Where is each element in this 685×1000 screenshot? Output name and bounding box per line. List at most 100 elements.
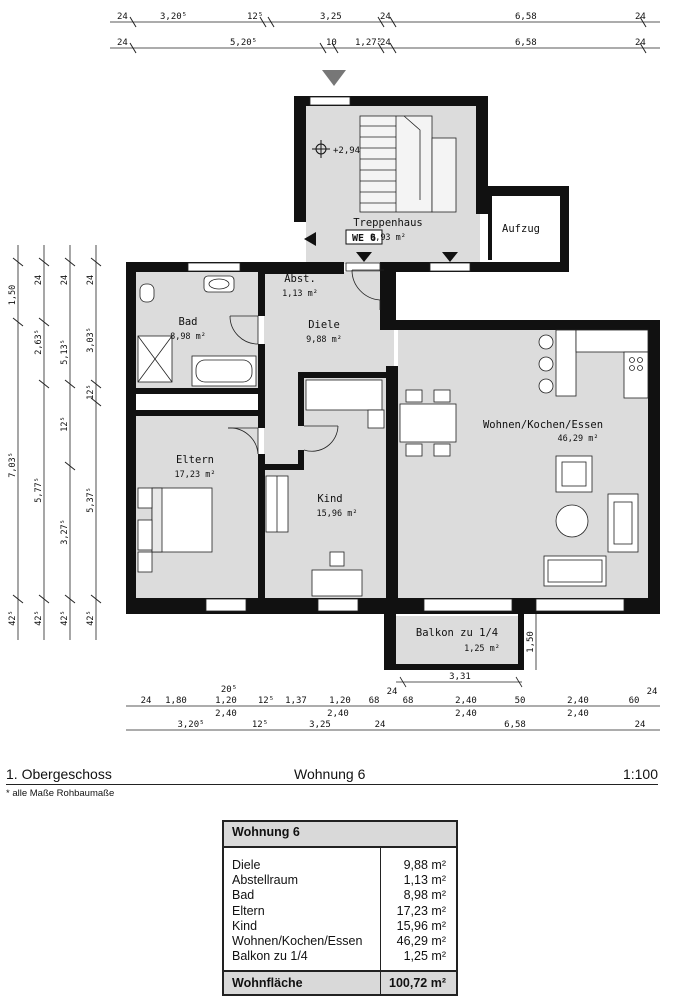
top-dim-label: 6,58 bbox=[515, 12, 537, 22]
bottom-dim-label: 1,20 bbox=[329, 696, 351, 706]
unit-label: WE 6 bbox=[352, 233, 376, 244]
room-name: Diele bbox=[308, 319, 340, 331]
area-row-value: 46,29 m² bbox=[396, 933, 446, 948]
top-dim-label: 24 bbox=[117, 12, 128, 22]
top-dim-label: 24 bbox=[380, 12, 391, 22]
room-name: Eltern bbox=[176, 454, 214, 466]
area-row-value: 8,98 m² bbox=[403, 888, 446, 903]
entrance-arrow-icon bbox=[322, 70, 346, 86]
bottom-dim-label: 1,20 bbox=[215, 696, 237, 706]
room-area: 9,88 m² bbox=[306, 335, 342, 345]
bottom-dim-label: 12⁵ bbox=[252, 720, 268, 730]
doors bbox=[227, 269, 384, 455]
room-name: Bad bbox=[179, 316, 198, 328]
total-label: Wohnfläche bbox=[224, 972, 381, 995]
area-row-value: 15,96 m² bbox=[396, 918, 446, 933]
balcony-width-dim: 3,31 bbox=[449, 672, 471, 682]
bottom-dim-label: 2,40 bbox=[567, 709, 589, 719]
room-name: Abst. bbox=[284, 273, 316, 285]
area-row-name: Abstellraum bbox=[232, 873, 298, 888]
unit-label-box bbox=[345, 229, 383, 245]
room-area: 8,98 m² bbox=[170, 332, 206, 342]
room-area: 46,29 m² bbox=[558, 434, 599, 444]
top-dim-label: 3,25 bbox=[320, 12, 342, 22]
bottom-dim-label: 12⁵ bbox=[258, 696, 274, 706]
room-area: 17,23 m² bbox=[175, 470, 216, 480]
left-dim-label: 12⁵ bbox=[86, 384, 96, 399]
room-name: Balkon zu 1/4 bbox=[416, 627, 498, 639]
bottom-dim-label: 68 bbox=[403, 696, 414, 706]
area-row-value: 1,25 m² bbox=[403, 949, 446, 964]
room-name: Kind bbox=[317, 493, 342, 505]
area-row-name: Wohnen/Kochen/Essen bbox=[232, 933, 363, 948]
left-dim-label: 42⁵ bbox=[34, 610, 44, 625]
bottom-dim-label: 2,40 bbox=[455, 696, 477, 706]
room-area: 9,93 m² bbox=[370, 233, 406, 243]
bottom-dim-label: 1,80 bbox=[165, 696, 187, 706]
room-area: 1,13 m² bbox=[282, 289, 318, 299]
bottom-dim-label: 24 bbox=[141, 696, 152, 706]
top-dim-label: 24 bbox=[380, 38, 391, 48]
bottom-dimension-lines bbox=[126, 705, 660, 731]
bottom-dim-label: 24 bbox=[635, 720, 646, 730]
bottom-dim-label: 3,25 bbox=[309, 720, 331, 730]
top-dim-label: 10 bbox=[326, 38, 337, 48]
top-dim-label: 24 bbox=[117, 38, 128, 48]
direction-arrows bbox=[304, 232, 458, 262]
left-dim-label: 1,50 bbox=[8, 285, 18, 305]
left-dim-label: 5,37⁵ bbox=[86, 487, 96, 513]
left-dim-label: 3,27⁵ bbox=[60, 519, 70, 545]
top-dim-label: 24 bbox=[635, 38, 646, 48]
area-row-value: 9,88 m² bbox=[403, 858, 446, 872]
bottom-dim-label: 60 bbox=[629, 696, 640, 706]
left-dim-label: 5,77⁵ bbox=[34, 477, 44, 503]
top-dim-label: 12⁵ bbox=[247, 12, 263, 22]
bottom-dim-label: 2,40 bbox=[215, 709, 237, 719]
room-area: 1,25 m² bbox=[464, 644, 500, 654]
area-row-value: 1,13 m² bbox=[403, 873, 446, 888]
bath-fixtures bbox=[137, 275, 257, 387]
windows bbox=[187, 96, 625, 612]
balcony-dimension-lines bbox=[396, 614, 537, 688]
measurement-note: * alle Maße Rohbaumaße bbox=[6, 788, 115, 799]
bottom-dim-label: 3,20⁵ bbox=[177, 720, 204, 730]
left-dim-label: 2,63⁵ bbox=[34, 329, 44, 355]
bottom-dim-label: 24 bbox=[375, 720, 386, 730]
left-dim-label: 3,03⁵ bbox=[86, 327, 96, 353]
top-dim-label: 6,58 bbox=[515, 38, 537, 48]
area-row-name: Eltern bbox=[232, 903, 265, 918]
furniture bbox=[137, 329, 649, 597]
balcony-depth-dim: 1,50 bbox=[526, 631, 536, 653]
top-dimension-lines bbox=[110, 16, 660, 54]
drawing-title-row: 1. Obergeschoss Wohnung 6 1:100 bbox=[6, 764, 658, 785]
bottom-dim-label: 2,40 bbox=[327, 709, 349, 719]
left-dim-label: 12⁵ bbox=[60, 416, 70, 431]
top-dim-label: 3,20⁵ bbox=[160, 12, 187, 22]
left-dim-label: 42⁵ bbox=[60, 610, 70, 625]
bottom-dim-label: 2,40 bbox=[567, 696, 589, 706]
left-dim-label: 24 bbox=[86, 275, 96, 285]
scale-label: 1:100 bbox=[622, 766, 658, 782]
bottom-dim-label: 24 bbox=[647, 687, 658, 697]
room-name: Wohnen/Kochen/Essen bbox=[483, 419, 603, 431]
bottom-dim-label: 2,40 bbox=[455, 709, 477, 719]
bottom-dim-label: 50 bbox=[515, 696, 526, 706]
elevator-shaft bbox=[492, 196, 560, 260]
bottom-dim-label: 68 bbox=[369, 696, 380, 706]
left-dim-label: 5,13⁵ bbox=[60, 339, 70, 365]
left-dim-label: 24 bbox=[34, 275, 44, 285]
floor-label: 1. Obergeschoss bbox=[6, 766, 112, 782]
left-dim-label: 42⁵ bbox=[86, 610, 96, 625]
unit-name: Wohnung 6 bbox=[294, 766, 366, 782]
room-name: Treppenhaus bbox=[353, 217, 423, 229]
level-marker-icon bbox=[312, 140, 330, 158]
area-row-name: Bad bbox=[232, 888, 255, 903]
area-row-name: Diele bbox=[232, 858, 261, 872]
left-dim-label: 42⁵ bbox=[8, 610, 18, 625]
area-table-total: Wohnfläche 100,72 m² bbox=[224, 972, 456, 995]
top-dim-label: 1,27⁵ bbox=[355, 38, 382, 48]
